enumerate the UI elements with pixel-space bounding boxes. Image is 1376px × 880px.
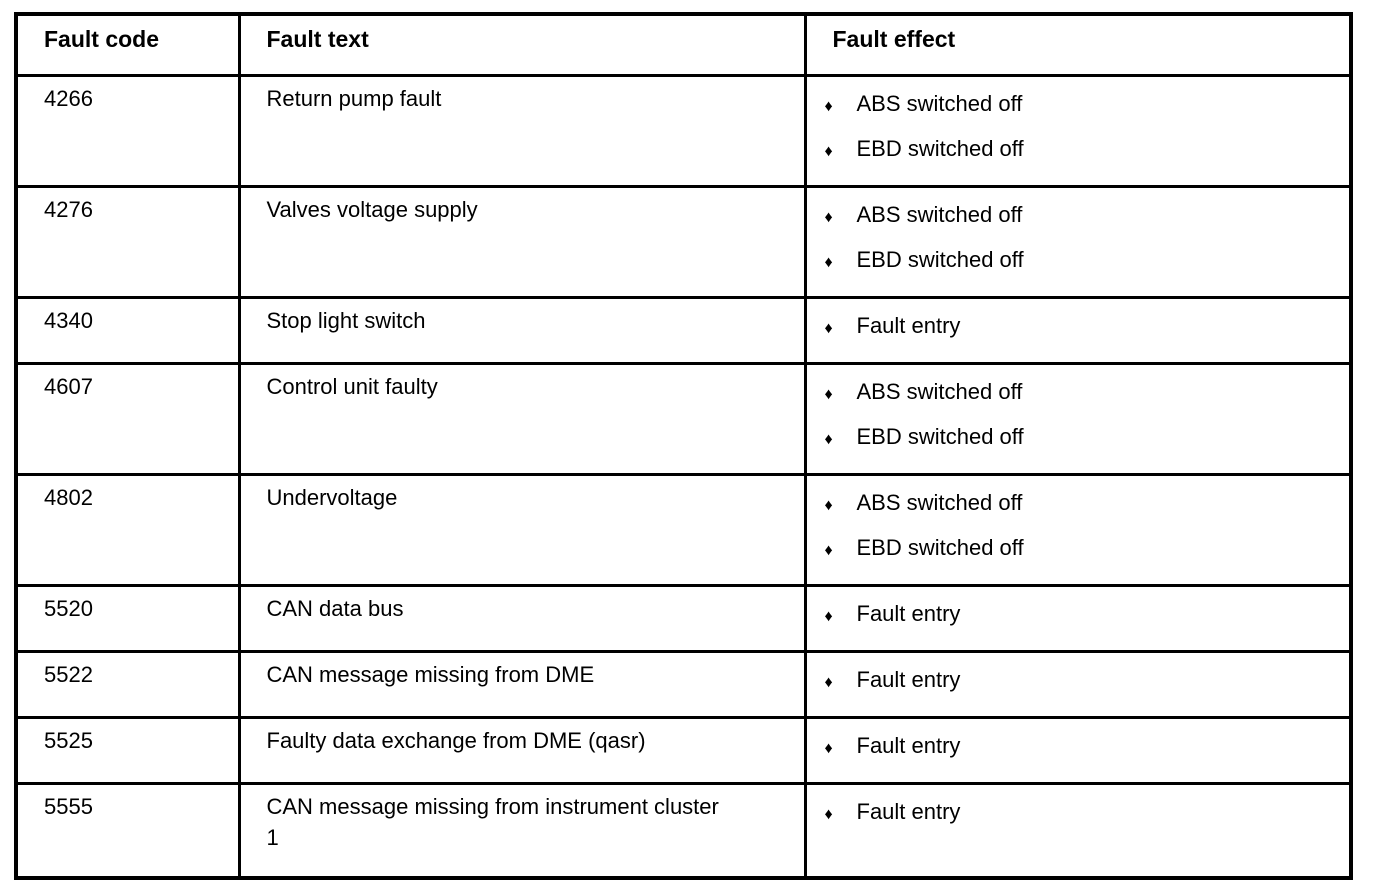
- fault-effect-cell: ♦ Fault entry: [803, 584, 1353, 653]
- fault-text: Faulty data exchange from DME (qasr): [266, 728, 646, 753]
- effect-label: EBD switched off: [856, 247, 1024, 272]
- effect-label: EBD switched off: [856, 424, 1024, 449]
- fault-effect-cell: ♦ ABS switched off ♦ EBD switched off: [803, 362, 1353, 476]
- fault-effect-cell: ♦ Fault entry: [803, 716, 1353, 785]
- fault-text: CAN message missing from DME: [266, 662, 595, 687]
- fault-code-table: Fault code Fault text Fault effect 4266 …: [14, 12, 1353, 880]
- fault-text: CAN message missing from instrument clus…: [266, 794, 719, 850]
- diamond-bullet-icon: ♦: [824, 740, 833, 757]
- header-row: Fault code Fault text Fault effect: [14, 12, 1353, 77]
- fault-text-cell: CAN message missing from DME: [237, 650, 807, 719]
- diamond-bullet-icon: ♦: [824, 386, 833, 403]
- table-row-4802: 4802 Undervoltage ♦ ABS switched off ♦ E…: [14, 473, 1353, 587]
- effect-label: EBD switched off: [856, 136, 1024, 161]
- fault-effect-cell: ♦ ABS switched off ♦ EBD switched off: [803, 185, 1353, 299]
- table-row-4266: 4266 Return pump fault ♦ ABS switched of…: [14, 74, 1353, 188]
- effect-item: ♦ ABS switched off: [825, 377, 1340, 410]
- fault-effect-cell: ♦ Fault entry: [803, 650, 1353, 719]
- fault-text: Return pump fault: [266, 86, 442, 111]
- fault-text-cell: Control unit faulty: [237, 362, 807, 476]
- fault-text-cell: Stop light switch: [237, 296, 807, 365]
- table-row-4607: 4607 Control unit faulty ♦ ABS switched …: [14, 362, 1353, 476]
- fault-text-cell: Undervoltage: [237, 473, 807, 587]
- effect-item: ♦ Fault entry: [825, 311, 1340, 344]
- effect-label: EBD switched off: [856, 535, 1024, 560]
- fault-text: Valves voltage supply: [266, 197, 478, 222]
- fault-text-cell: Faulty data exchange from DME (qasr): [237, 716, 807, 785]
- diamond-bullet-icon: ♦: [824, 254, 833, 271]
- effect-label: Fault entry: [856, 667, 961, 692]
- fault-code-cell: 5520: [14, 584, 241, 653]
- diamond-bullet-icon: ♦: [824, 431, 833, 448]
- effect-label: Fault entry: [856, 313, 961, 338]
- fault-code-cell: 4802: [14, 473, 241, 587]
- effect-label: Fault entry: [856, 601, 961, 626]
- fault-text: Control unit faulty: [266, 374, 438, 399]
- table-row-4276: 4276 Valves voltage supply ♦ ABS switche…: [14, 185, 1353, 299]
- diamond-bullet-icon: ♦: [824, 608, 833, 625]
- effect-item: ♦ ABS switched off: [825, 488, 1340, 521]
- effect-item: ♦ Fault entry: [825, 731, 1340, 764]
- table-row-5525: 5525 Faulty data exchange from DME (qasr…: [14, 716, 1353, 785]
- table-row-5520: 5520 CAN data bus ♦ Fault entry: [14, 584, 1353, 653]
- diamond-bullet-icon: ♦: [824, 143, 833, 160]
- diamond-bullet-icon: ♦: [824, 98, 833, 115]
- effect-item: ♦ EBD switched off: [825, 245, 1340, 278]
- column-header-fault-effect: Fault effect: [803, 12, 1353, 77]
- fault-code-cell: 4266: [14, 74, 241, 188]
- fault-effect-cell: ♦ Fault entry: [803, 782, 1353, 879]
- effect-item: ♦ EBD switched off: [825, 422, 1340, 455]
- diamond-bullet-icon: ♦: [824, 806, 833, 823]
- effect-label: ABS switched off: [856, 379, 1023, 404]
- fault-effect-cell: ♦ Fault entry: [803, 296, 1353, 365]
- diamond-bullet-icon: ♦: [824, 542, 833, 559]
- fault-effect-cell: ♦ ABS switched off ♦ EBD switched off: [803, 473, 1353, 587]
- fault-text-cell: CAN message missing from instrument clus…: [237, 782, 807, 879]
- fault-code-cell: 5555: [14, 782, 241, 879]
- diamond-bullet-icon: ♦: [824, 320, 833, 337]
- fault-code-cell: 4276: [14, 185, 241, 299]
- diamond-bullet-icon: ♦: [824, 497, 833, 514]
- effect-item: ♦ Fault entry: [825, 599, 1340, 632]
- effect-item: ♦ EBD switched off: [825, 134, 1340, 167]
- diamond-bullet-icon: ♦: [824, 209, 833, 226]
- diamond-bullet-icon: ♦: [824, 674, 833, 691]
- column-header-fault-text: Fault text: [237, 12, 807, 77]
- fault-effect-cell: ♦ ABS switched off ♦ EBD switched off: [803, 74, 1353, 188]
- effect-label: ABS switched off: [856, 91, 1023, 116]
- effect-item: ♦ EBD switched off: [825, 533, 1340, 566]
- fault-text-cell: CAN data bus: [237, 584, 807, 653]
- fault-text-cell: Valves voltage supply: [237, 185, 807, 299]
- effect-label: Fault entry: [856, 733, 961, 758]
- document-page: Fault code Fault text Fault effect 4266 …: [14, 12, 1353, 880]
- column-header-fault-code: Fault code: [14, 12, 241, 77]
- table-row-5522: 5522 CAN message missing from DME ♦ Faul…: [14, 650, 1353, 719]
- fault-text: Stop light switch: [266, 308, 426, 333]
- fault-code-cell: 4340: [14, 296, 241, 365]
- table-row-5555: 5555 CAN message missing from instrument…: [14, 782, 1353, 879]
- fault-code-cell: 4607: [14, 362, 241, 476]
- table-row-4340: 4340 Stop light switch ♦ Fault entry: [14, 296, 1353, 365]
- fault-text: CAN data bus: [266, 596, 404, 621]
- effect-label: ABS switched off: [856, 490, 1023, 515]
- fault-code-cell: 5525: [14, 716, 241, 785]
- fault-code-cell: 5522: [14, 650, 241, 719]
- effect-label: ABS switched off: [856, 202, 1023, 227]
- fault-text-cell: Return pump fault: [237, 74, 807, 188]
- effect-item: ♦ Fault entry: [825, 665, 1340, 698]
- effect-item: ♦ ABS switched off: [825, 200, 1340, 233]
- effect-label: Fault entry: [856, 799, 961, 824]
- fault-text: Undervoltage: [266, 485, 398, 510]
- effect-item: ♦ ABS switched off: [825, 89, 1340, 122]
- effect-item: ♦ Fault entry: [825, 797, 1340, 830]
